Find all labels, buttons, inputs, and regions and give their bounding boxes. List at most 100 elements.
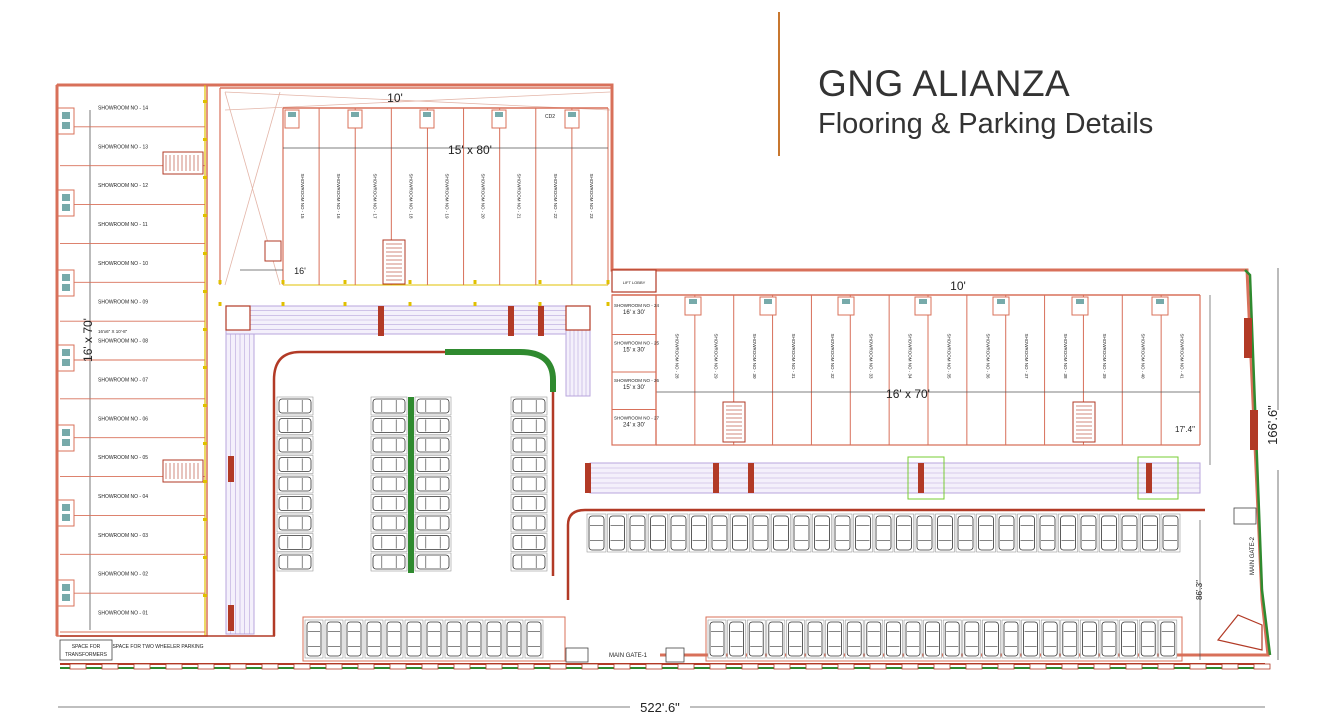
security-cabin-2 (1233, 507, 1257, 525)
right-showroom-label: SHOWROOM NO - 30 (752, 333, 757, 378)
boundary-pier (805, 663, 823, 670)
left-showroom-label: SHOWROOM NO - 11 (98, 222, 148, 228)
car-icon (937, 515, 953, 551)
right-toilet-fixture (919, 299, 927, 304)
boundary-pier (69, 663, 87, 670)
car-icon (729, 621, 744, 657)
top-showroom-dimension: 15' x 80' (448, 143, 492, 157)
column-pier (1146, 463, 1152, 493)
left-staircase (162, 459, 204, 483)
grid-marker (203, 556, 207, 559)
top-toilet-fixture (351, 112, 359, 117)
car-icon (416, 398, 450, 414)
car-icon (788, 621, 803, 657)
top-showroom-label: SHOWROOM NO - 17 (372, 173, 377, 218)
car-icon (964, 621, 980, 657)
two-wheeler-label: SPACE FOR TWO WHEELER PARKING (112, 644, 203, 650)
right-showroom-label: SHOWROOM NO - 39 (1102, 333, 1107, 378)
car-icon (711, 515, 728, 551)
outer-wall (57, 83, 1270, 657)
gap-16-dimension: 16' (294, 266, 306, 276)
right-toilet-fixture (689, 299, 697, 304)
width-total-dimension: 522'.6" (640, 700, 680, 715)
top-toilet-fixture (495, 112, 503, 117)
car-icon (416, 418, 450, 433)
mid-showroom-label: SHOWROOM NO - 26 (614, 378, 659, 383)
car-icon (416, 496, 450, 511)
car-icon (998, 515, 1015, 551)
boundary-pier (293, 663, 311, 670)
boundary-pier (773, 663, 791, 670)
atrium-cross (224, 91, 611, 111)
car-icon (416, 515, 450, 531)
left-toilet-fixture (62, 359, 70, 366)
green-hedge (445, 349, 556, 392)
right-toilet-fixture (1076, 299, 1084, 304)
left-toilet-fixture (62, 274, 70, 281)
column-pier (585, 463, 591, 493)
corner-core (565, 305, 591, 331)
car-icon (372, 437, 406, 453)
car-icon (807, 621, 823, 657)
boundary-pier (453, 663, 471, 670)
left-toilet-fixture (62, 429, 70, 436)
car-icon (732, 515, 748, 551)
car-icon (1042, 621, 1058, 657)
boundary-pier (101, 663, 119, 670)
column-pier (378, 306, 384, 336)
column-pier (918, 463, 924, 493)
top-toilet-fixture (288, 112, 296, 117)
car-icon (278, 437, 312, 453)
right-showroom-label: SHOWROOM NO - 35 (946, 333, 951, 378)
left-toilet-block (57, 189, 75, 217)
right-toilet-fixture (842, 299, 850, 304)
car-icon (512, 418, 546, 433)
boundary-pier (997, 663, 1015, 670)
boundary-pier (645, 663, 663, 670)
boundary-pier (389, 663, 407, 670)
column-pier (228, 605, 234, 631)
boundary-pier (261, 663, 279, 670)
top-showroom-label: SHOWROOM NO - 20 (481, 173, 486, 218)
left-showroom-dimension: 16' x 70' (81, 318, 95, 362)
car-icon (1003, 621, 1019, 657)
car-icon (925, 621, 940, 657)
right-toilet-fixture (1156, 299, 1164, 304)
grid-marker (473, 302, 477, 306)
top-showroom-label: SHOWROOM NO - 23 (589, 173, 594, 218)
left-showroom-label: SHOWROOM NO - 12 (98, 183, 148, 189)
grid-marker (343, 302, 347, 306)
car-icon (691, 515, 707, 551)
lift-lobby (611, 269, 657, 293)
left-showroom-label: SHOWROOM NO - 14 (98, 105, 148, 111)
left-toilet-fixture (62, 439, 70, 446)
car-icon (512, 515, 546, 531)
left-showroom-label: SHOWROOM NO - 01 (98, 611, 148, 617)
column-pier (538, 306, 544, 336)
mid-showroom-label: SHOWROOM NO - 27 (614, 416, 659, 421)
right-showroom-label: SHOWROOM NO - 34 (908, 333, 913, 378)
column-pier (748, 463, 754, 493)
right-width-dimension: 10' (950, 279, 966, 293)
right-toilet-fixture (764, 299, 772, 304)
grid-marker (606, 302, 610, 306)
left-toilet-fixture (62, 514, 70, 521)
car-icon (1023, 621, 1038, 657)
car-icon (1121, 621, 1136, 657)
boundary-pier (933, 663, 951, 670)
atrium-cross (224, 91, 281, 286)
grid-marker (473, 280, 477, 284)
column-pier (508, 306, 514, 336)
left-showroom-label: SHOWROOM NO - 06 (98, 416, 148, 422)
grid-marker (203, 100, 207, 103)
top-showroom-label: SHOWROOM NO - 18 (408, 173, 413, 218)
boundary-pier (549, 663, 567, 670)
landscape-planter (907, 456, 945, 500)
car-icon (846, 621, 862, 657)
bottom-parking-left (302, 616, 566, 662)
grid-marker (203, 366, 207, 369)
left-showroom-label: SHOWROOM NO - 13 (98, 144, 148, 150)
right-showroom-label: SHOWROOM NO - 28 (674, 333, 679, 378)
boundary-pier (165, 663, 183, 670)
grid-marker (203, 480, 207, 483)
